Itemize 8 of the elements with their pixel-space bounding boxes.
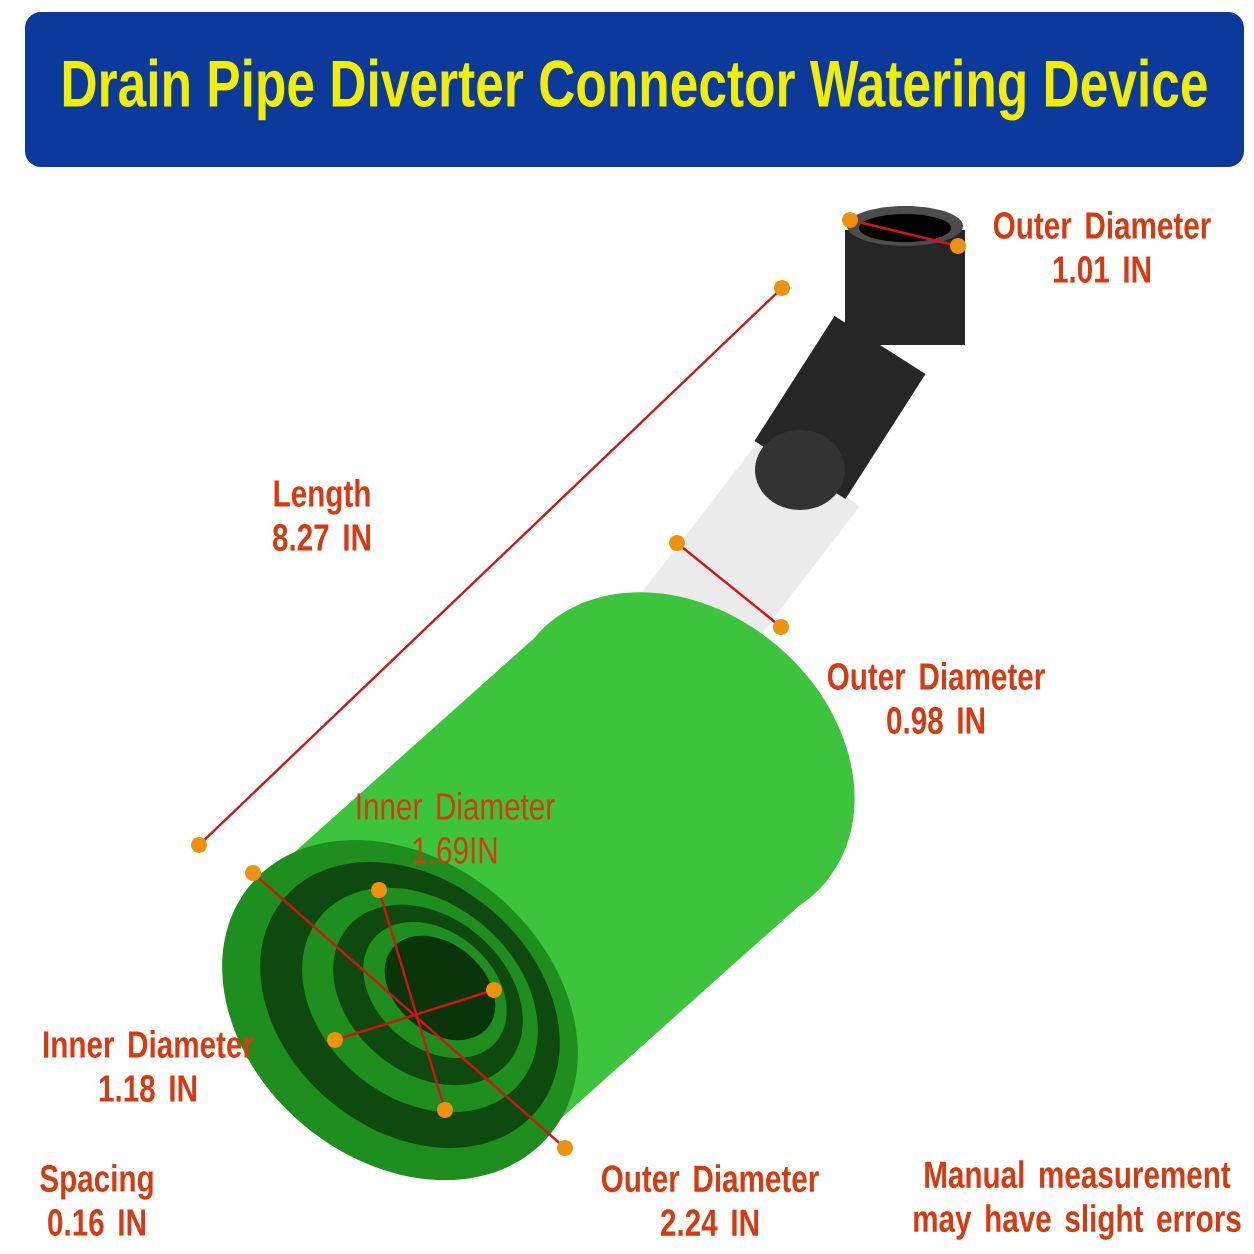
measurement-label: Spacing 0.16 IN: [40, 1164, 153, 1236]
measurement-label: Length 8.27 IN: [272, 479, 370, 551]
note-text: Manual measurement may have slight errors: [914, 1160, 1241, 1240]
measurement-label: Outer Diameter 0.98 IN: [827, 662, 1045, 734]
measurement-label: Inner Diameter 1.69IN: [357, 792, 555, 864]
title-banner: Drain Pipe Diverter Connector Watering Device: [25, 12, 1244, 167]
measurement-label: Outer Diameter 1.01 IN: [993, 211, 1211, 283]
measurement-label: Outer Diameter 2.24 IN: [601, 1164, 819, 1236]
